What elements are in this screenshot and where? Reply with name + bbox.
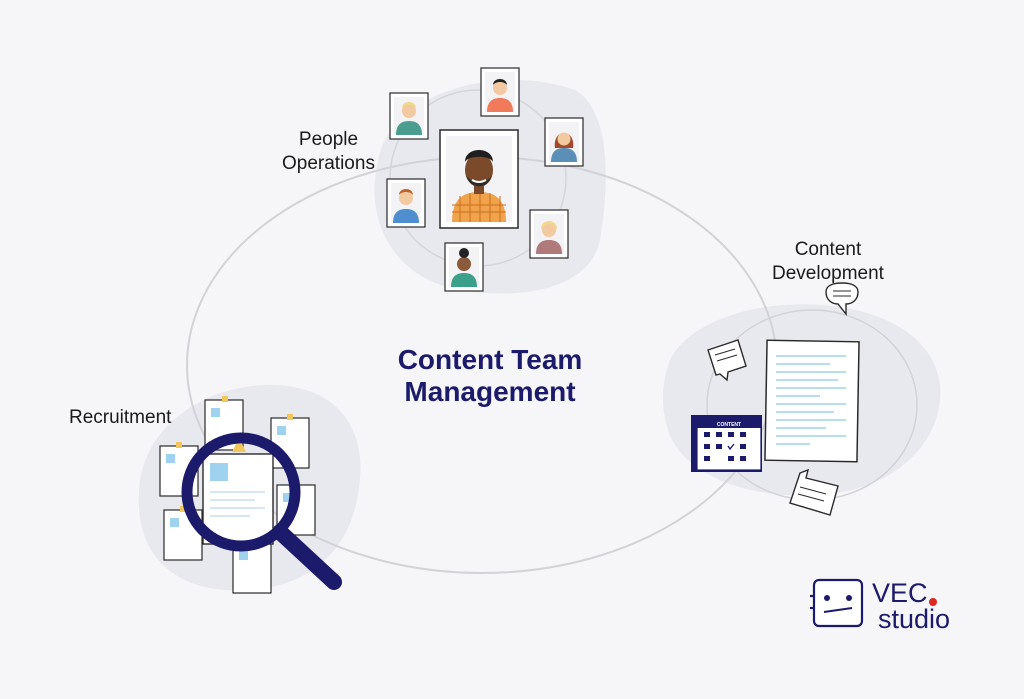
- avatar-card-1: [389, 92, 429, 140]
- chat-bubble-icon: [789, 468, 839, 516]
- avatar-card-4: [386, 178, 426, 228]
- title-line-2: Management: [404, 376, 576, 407]
- chat-bubble-icon: [825, 282, 859, 316]
- logo-text: VEC studio: [872, 578, 951, 634]
- logo-robot-icon: [810, 578, 864, 628]
- logo-dot: [929, 598, 937, 606]
- content-document: [764, 339, 860, 463]
- content-development-label: Content Development: [772, 238, 884, 286]
- content-development-line-2: Development: [772, 263, 884, 284]
- logo-line-1: VEC: [872, 578, 928, 608]
- magnifier-icon: [181, 432, 342, 590]
- people-operations-line-1: People: [298, 129, 359, 150]
- people-operations-label: People Operations: [282, 128, 375, 176]
- title-line-1: Content Team: [397, 344, 583, 375]
- content-development-line-1: Content: [794, 239, 862, 260]
- calendar-header: CONTENT: [717, 422, 741, 428]
- avatar-card-6: [444, 242, 484, 292]
- avatar-card-2: [480, 67, 520, 117]
- content-calendar: [691, 415, 762, 472]
- diagram-title: Content Team Management: [330, 344, 650, 408]
- avatar-card-5: [529, 209, 569, 259]
- main-portrait-card: [439, 129, 519, 229]
- resume-card-main: [202, 444, 274, 545]
- avatar-card-3: [544, 117, 584, 167]
- logo-line-2: studio: [878, 604, 951, 634]
- recruitment-label: Recruitment: [69, 407, 172, 428]
- chat-bubble-icon: [707, 339, 747, 382]
- people-operations-line-2: Operations: [282, 153, 375, 174]
